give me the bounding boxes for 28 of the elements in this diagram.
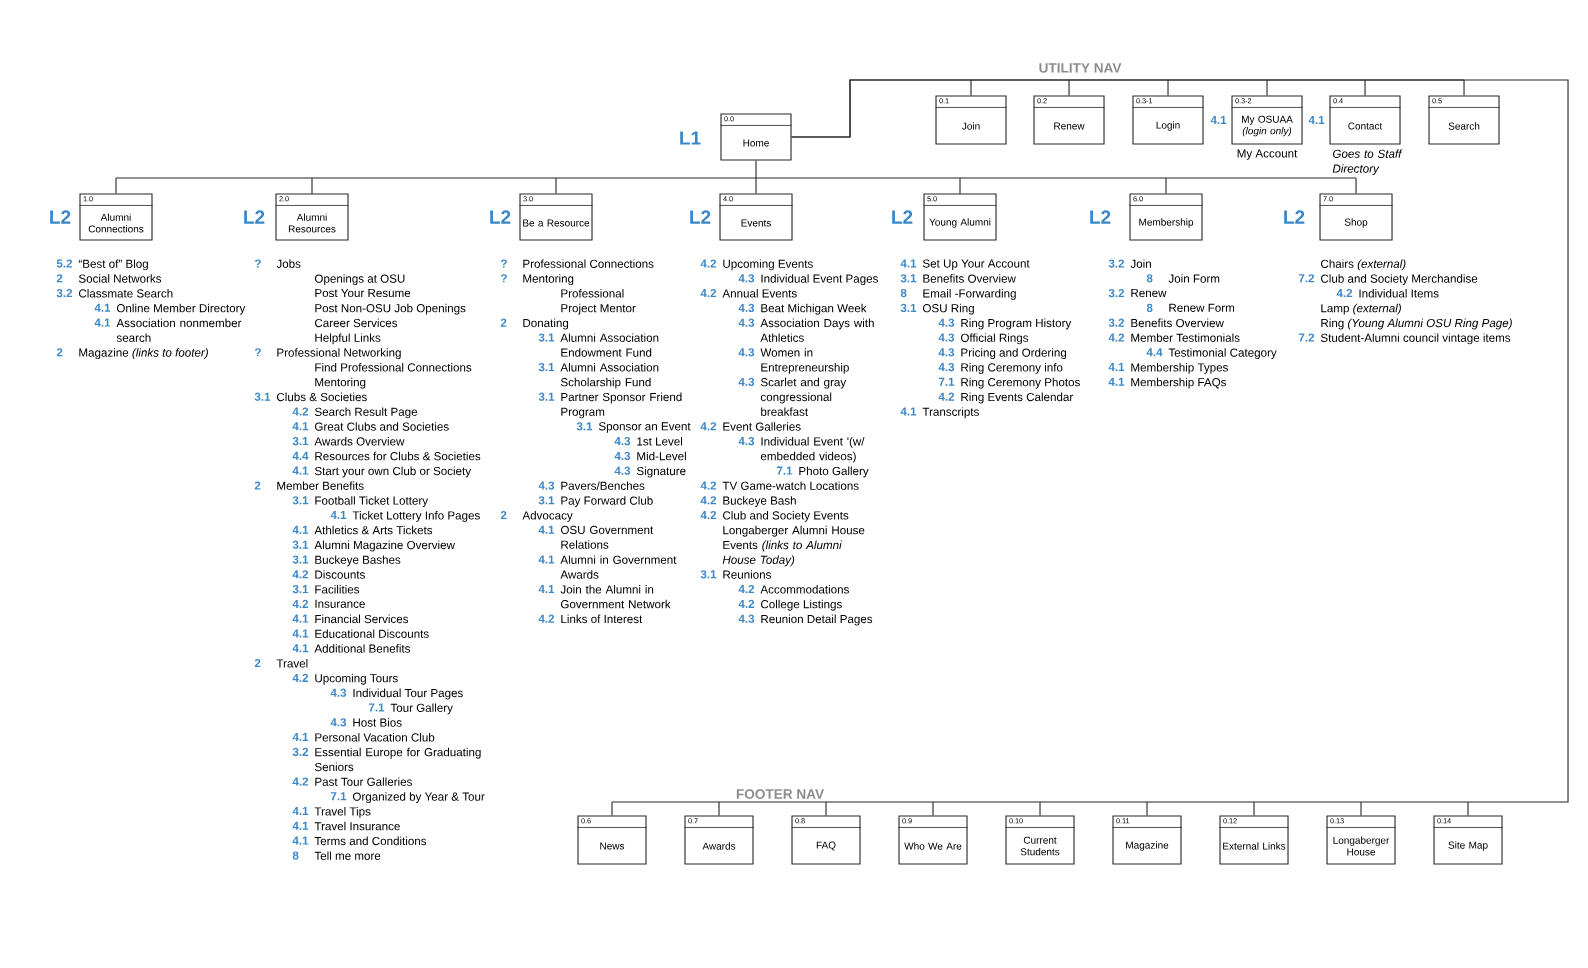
page-box xyxy=(577,815,647,865)
page-box xyxy=(719,193,793,241)
page-box xyxy=(1129,193,1203,241)
page-box xyxy=(1231,95,1303,145)
connector-line xyxy=(115,160,1357,194)
page-box xyxy=(519,193,593,241)
page-box xyxy=(684,815,754,865)
page-box xyxy=(923,193,997,241)
page-box xyxy=(1132,95,1204,145)
page-box xyxy=(791,815,861,865)
page-box xyxy=(1005,815,1075,865)
page-box xyxy=(1112,815,1182,865)
page-box xyxy=(79,193,153,241)
connector-line xyxy=(611,79,1569,816)
page-box xyxy=(1033,95,1105,145)
page-box xyxy=(1433,815,1503,865)
level-label: L2 xyxy=(1090,210,1111,224)
page-box xyxy=(720,113,792,161)
page-box xyxy=(1428,95,1500,145)
page-box xyxy=(1219,815,1289,865)
page-box xyxy=(1329,95,1401,145)
level-label: L2 xyxy=(690,210,711,224)
page-box xyxy=(275,193,349,241)
page-box xyxy=(1326,815,1396,865)
page-box xyxy=(898,815,968,865)
page-box xyxy=(1319,193,1393,241)
level-label: L1 xyxy=(680,131,701,145)
page-box xyxy=(935,95,1007,145)
